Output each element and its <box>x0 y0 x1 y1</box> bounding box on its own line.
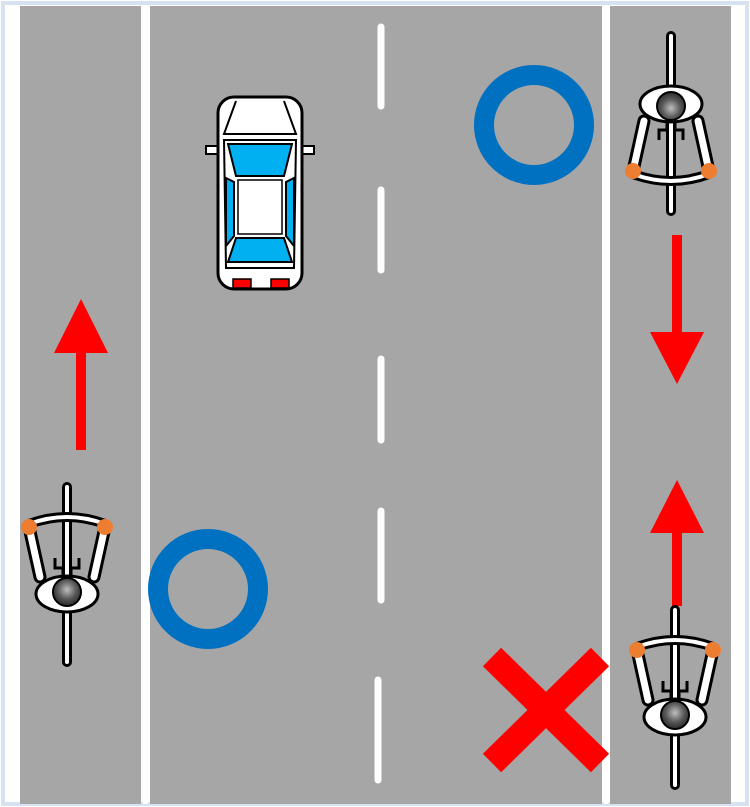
arrow-up-left-lane-icon <box>54 299 108 450</box>
center-dashed-line <box>374 23 385 784</box>
car-icon <box>205 95 315 291</box>
arrow-up-right-lane-icon <box>650 480 704 606</box>
arrow-down-right-lane-icon <box>650 235 704 384</box>
ng-cross-mark-icon <box>482 647 610 773</box>
ok-circle-mark-icon <box>474 65 594 185</box>
ok-circle-mark-icon <box>148 529 268 649</box>
